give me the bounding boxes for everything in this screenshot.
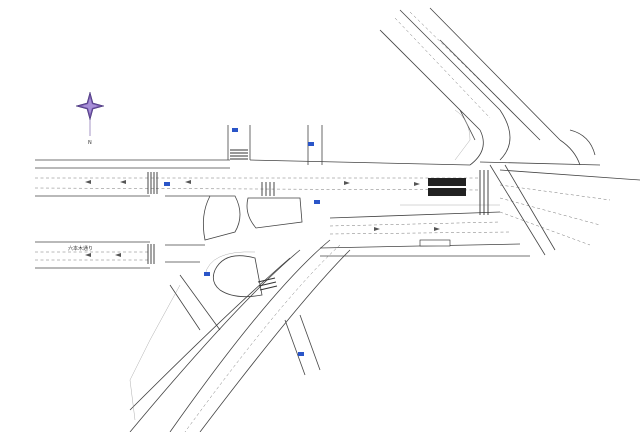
crosswalk-center: [261, 182, 275, 196]
direction-sign-2: [428, 188, 466, 196]
label-road-name-left: 六本木通り: [68, 245, 93, 252]
compass-north-label: N: [88, 140, 92, 146]
main-road-lower: [35, 241, 205, 269]
crosswalk-north: [230, 149, 248, 160]
crosswalk-east: [479, 170, 489, 215]
compass-rose-icon: N: [75, 91, 105, 146]
building-outline-sw: [129, 284, 181, 421]
curved-island: [212, 255, 263, 298]
center-right-lanes: [319, 204, 530, 257]
median-island: [202, 195, 241, 241]
ne-diagonal-road: [379, 7, 561, 166]
crosswalk-sw: [257, 277, 278, 291]
crosswalk-west: [147, 172, 158, 264]
median-island-2: [246, 197, 303, 229]
building-outline-n: [454, 109, 471, 161]
sw-diagonal-road: [129, 239, 351, 432]
lane-arrows: [85, 180, 440, 257]
main-road-upper: [34, 159, 481, 197]
north-road: [227, 125, 323, 165]
east-road-fan: [479, 129, 640, 256]
blue-markers: [164, 128, 320, 356]
direction-sign-1: [428, 178, 466, 186]
direction-sign-3: [419, 239, 451, 247]
